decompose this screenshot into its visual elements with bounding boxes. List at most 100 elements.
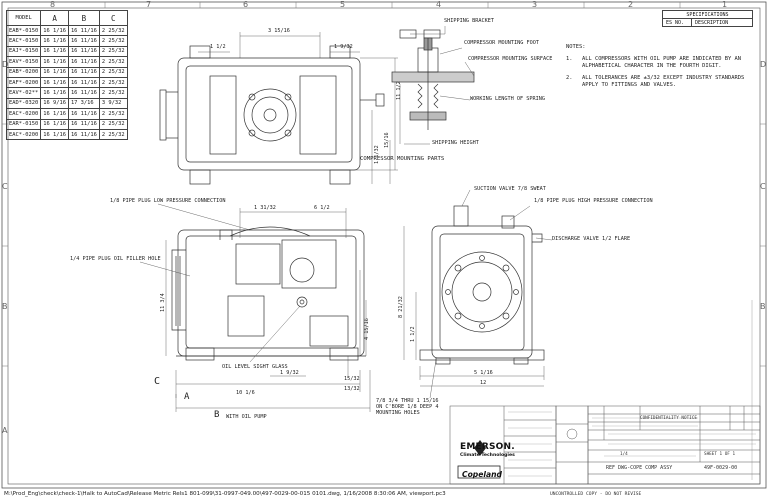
title-block-fill-lines	[508, 411, 756, 477]
model-cell: EAR*-0150	[5, 118, 42, 130]
dimension-cell: 16 9/16	[40, 97, 69, 110]
dimension-cell: 2 25/32	[98, 87, 128, 99]
note-1: 1. ALL COMPRESSORS WITH OIL PUMP ARE IND…	[566, 56, 746, 69]
model-cell: EAF*-0200	[5, 76, 42, 89]
model-cell: EAJ*-0150	[5, 45, 42, 58]
spec-col-es-no: ES NO.	[662, 18, 692, 27]
copeland-logo-text: Copeland	[462, 470, 502, 479]
dimension-cell: 16 1/16	[40, 76, 69, 89]
emerson-logo-text: EMERSON.	[460, 442, 515, 452]
zone-a: A	[2, 426, 8, 435]
label-mounting-surface: COMPRESSOR MOUNTING SURFACE	[468, 56, 553, 62]
model-cell: EAC*-0200	[5, 108, 42, 120]
label-low-pressure-plug: 1/8 PIPE PLUG LOW PRESSURE CONNECTION	[110, 198, 226, 204]
copeland-bar	[457, 465, 501, 479]
dimension-cell: 16 1/16	[40, 118, 69, 130]
dimension-cell: 16 11/16	[67, 76, 100, 89]
footer-file-path: M:\Prod_Eng\check\check-1\Halk to AutoCa…	[4, 491, 446, 497]
front-dim-4: 4 15/16	[364, 318, 370, 340]
zone-5: 5	[340, 0, 346, 9]
zone-1: 1	[722, 0, 728, 9]
sheet-count: SHEET 1 OF 1	[704, 452, 736, 457]
top-dim-3: 1 9/32	[334, 44, 353, 50]
label-spring-length: WORKING LENGTH OF SPRING	[470, 96, 545, 102]
front-dim-5: 1 9/32	[280, 370, 299, 376]
dimension-cell: 2 25/32	[98, 66, 128, 78]
front-dim-7: 10 1/6	[236, 390, 255, 396]
dimension-cell: 16 1/16	[40, 56, 69, 68]
drawing-number: 49F-0029-00	[704, 465, 738, 471]
revision-circle	[566, 428, 578, 440]
copeland-mark	[474, 440, 486, 456]
dimension-cell: 2 25/32	[98, 35, 128, 47]
front-view-drawing	[171, 226, 366, 361]
note-2-number: 2.	[566, 75, 573, 82]
zone-c-right: C	[760, 182, 766, 191]
mounting-parts-leaders	[399, 26, 475, 145]
side-dim-3: 5 1/16	[474, 370, 493, 376]
dimension-cell: 2 25/32	[98, 45, 128, 58]
notes-heading: NOTES:	[566, 44, 586, 50]
label-shipping-bracket: SHIPPING BRACKET	[444, 18, 494, 24]
header-a: A	[40, 10, 69, 26]
front-dim-1: 1 31/32	[254, 205, 276, 211]
front-view-dimension-lines	[139, 203, 371, 412]
label-discharge-valve: DISCHARGE VALVE 1/2 FLARE	[552, 236, 631, 242]
dimension-cell: 16 11/16	[67, 108, 100, 120]
front-dim-2: 6 1/2	[314, 205, 330, 211]
drawing-title: REF DWG-COPE COMP ASSY	[606, 465, 673, 471]
zone-8: 8	[50, 0, 56, 9]
zone-6: 6	[243, 0, 249, 9]
specifications-title: SPECIFICATIONS	[662, 10, 753, 19]
dimension-cell: 2 25/32	[98, 24, 128, 37]
top-dim-1: 3 15/16	[268, 28, 290, 34]
uncontrolled-copy-note: UNCONTROLLED COPY - DO NOT REVISE	[550, 492, 642, 497]
side-view-drawing	[419, 205, 545, 365]
dimension-cell: 2 25/32	[98, 128, 128, 141]
dimension-cell: 3 9/32	[98, 97, 128, 110]
dimension-cell: 16 11/16	[67, 45, 100, 58]
title-block-grid	[449, 405, 761, 485]
climate-technologies-text: Climate Technologies	[460, 453, 515, 458]
dimension-cell: 2 25/32	[98, 108, 128, 120]
side-dim-4: 12	[480, 380, 487, 386]
zone-c: C	[2, 182, 8, 191]
dimension-cell: 16 11/16	[67, 35, 100, 47]
model-cell: EAC*-0150	[5, 35, 42, 47]
model-cell: EAD*-0320	[5, 97, 42, 110]
label-suction-valve: SUCTION VALVE 7/8 SWEAT	[474, 186, 546, 192]
header-c: C	[98, 10, 128, 26]
top-dim-2: 1 1/2	[210, 44, 226, 50]
zone-b-right: B	[760, 302, 766, 311]
dimension-cell: 16 11/16	[67, 24, 100, 37]
dimension-cell: 16 1/16	[40, 87, 69, 99]
top-dim-4: 11 1/2	[396, 81, 402, 100]
model-cell: EAB*-0150	[5, 24, 42, 37]
drawing-scale: 1/4	[620, 452, 628, 457]
dimension-cell: 16 1/16	[40, 45, 69, 58]
dimension-cell: 16 1/16	[40, 108, 69, 120]
model-cell: EAB*-0200	[5, 66, 42, 78]
label-mounting-foot: COMPRESSOR MOUNTING FOOT	[464, 40, 539, 46]
models-table-header: MODEL A B C	[5, 10, 128, 26]
top-view-drawing	[159, 45, 385, 185]
dimension-cell: 2 25/32	[98, 76, 128, 89]
spec-col-description: DESCRIPTION	[691, 18, 753, 27]
label-shipping-height: SHIPPING HEIGHT	[432, 140, 479, 146]
dimension-cell: 16 11/16	[67, 56, 100, 68]
top-dim-6: 15/16	[384, 132, 390, 148]
dimension-cell: 16 11/16	[67, 118, 100, 130]
model-cell: EAV*-0150	[5, 56, 42, 68]
zone-d: D	[2, 60, 9, 69]
header-model: MODEL	[5, 10, 42, 26]
zone-3: 3	[532, 0, 538, 9]
side-dim-2: 1 1/2	[410, 326, 416, 342]
note-1-number: 1.	[566, 56, 573, 63]
zone-b: B	[2, 302, 8, 311]
zone-2: 2	[628, 0, 634, 9]
